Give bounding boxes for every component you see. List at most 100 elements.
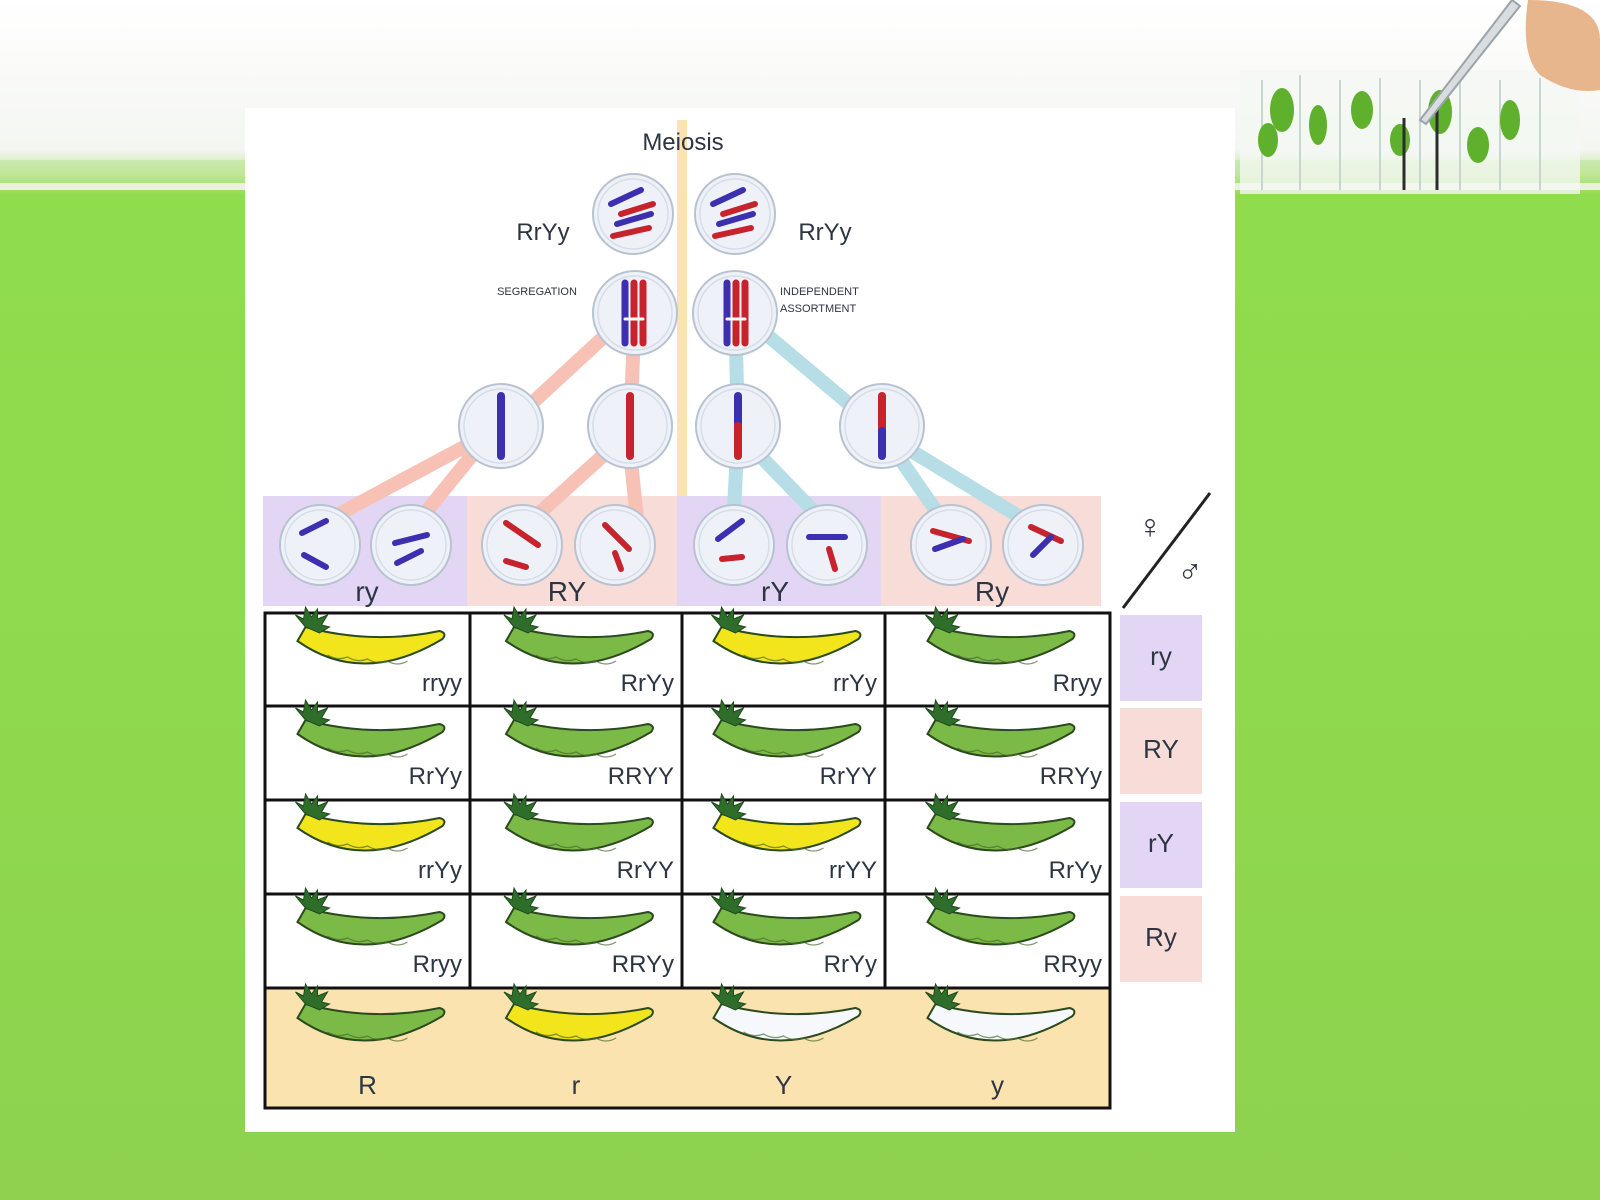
diagram-title: Meiosis bbox=[642, 129, 723, 156]
pea-pod-yellow bbox=[711, 605, 862, 665]
daughter-cell-1 bbox=[458, 383, 544, 469]
pod-calyx-icon bbox=[503, 886, 540, 915]
genotype-label: RrYy bbox=[409, 763, 462, 790]
row-gamete-label-2: rY bbox=[1148, 828, 1174, 858]
punnett-cell: RrYY bbox=[468, 792, 684, 896]
gamete-label-0: ry bbox=[355, 576, 378, 607]
pea-pod-yellow bbox=[711, 792, 862, 852]
pod-calyx-icon bbox=[711, 698, 747, 727]
gamete-cell-3 bbox=[481, 504, 563, 586]
daughter-cell-2 bbox=[587, 383, 673, 469]
row-gamete-bg-3 bbox=[1120, 896, 1202, 982]
diagram-panel: Meiosis RrYy RrYy SEGREGATION INDEPENDEN… bbox=[245, 108, 1235, 1132]
segregation-label: SEGREGATION bbox=[497, 286, 577, 298]
legend-pod-Y bbox=[711, 982, 862, 1042]
punnett-cell: Rryy bbox=[883, 605, 1112, 708]
chromosome bbox=[602, 522, 632, 552]
segregation-cell-left bbox=[592, 270, 678, 356]
pea-pod-green bbox=[925, 605, 1076, 665]
meiosis-cells bbox=[279, 173, 1084, 586]
lab-plants-decoration bbox=[1240, 0, 1600, 194]
punnett-cell: RRYy bbox=[468, 886, 684, 990]
gamete-cell-2 bbox=[370, 504, 452, 586]
parent-left-genotype: RrYy bbox=[516, 219, 569, 246]
chromosome bbox=[716, 211, 756, 227]
gamete-label-3: Ry bbox=[975, 576, 1009, 607]
pea-pod-green bbox=[295, 698, 446, 758]
gamete-cell-5 bbox=[693, 504, 775, 586]
chromosome bbox=[618, 201, 656, 217]
gamete-cell-7 bbox=[910, 504, 992, 586]
punnett-cell: Rryy bbox=[263, 886, 472, 990]
independent-label-line2: ASSORTMENT bbox=[780, 303, 856, 315]
chromosome bbox=[503, 558, 529, 570]
legend-pod-r bbox=[503, 982, 654, 1042]
segregation-branches bbox=[306, 301, 1045, 535]
pod-calyx-icon bbox=[295, 886, 331, 915]
gamete-label-1: RY bbox=[548, 576, 587, 607]
chromosome bbox=[712, 225, 754, 239]
pod-calyx-icon bbox=[295, 792, 331, 821]
punnett-cell: RrYy bbox=[263, 698, 472, 802]
pea-pod-green bbox=[711, 886, 862, 946]
row-gamete-label-1: RY bbox=[1143, 734, 1179, 764]
chromosome bbox=[608, 187, 644, 207]
pod-calyx-icon bbox=[711, 886, 747, 915]
pod-calyx-icon bbox=[925, 698, 961, 727]
pipette-icon bbox=[1418, 0, 1522, 126]
punnett-cell: RRyy bbox=[883, 886, 1112, 990]
punnett-cell: RrYY bbox=[680, 698, 887, 802]
pod-calyx-icon bbox=[503, 982, 540, 1011]
pea-pod-green bbox=[295, 886, 446, 946]
legend-bg bbox=[263, 986, 1112, 1110]
segregation-cell-right bbox=[692, 270, 778, 356]
meiosis-punnett-diagram: Meiosis RrYy RrYy SEGREGATION INDEPENDEN… bbox=[263, 120, 1212, 1110]
male-symbol: ♂ bbox=[1177, 553, 1203, 591]
chromosome bbox=[394, 548, 424, 566]
genotype-label: RrYy bbox=[1049, 857, 1102, 884]
pod-calyx-icon bbox=[925, 886, 961, 915]
legend-allele-label: R bbox=[358, 1070, 377, 1100]
genotype-label: RRyy bbox=[1043, 951, 1102, 978]
gamete-cell-8 bbox=[1002, 504, 1084, 586]
pea-pod-yellow bbox=[295, 605, 446, 665]
chromosome bbox=[826, 546, 838, 572]
chromosome bbox=[392, 532, 430, 546]
chromosome bbox=[1028, 524, 1064, 544]
chromosome bbox=[503, 520, 541, 548]
genotype-label: RrYy bbox=[621, 670, 674, 697]
punnett-cell: RRYY bbox=[468, 698, 684, 802]
row-gamete-bg-0 bbox=[1120, 615, 1202, 701]
chromosome bbox=[715, 518, 745, 542]
chromosome bbox=[610, 225, 652, 239]
genotype-label: RrYY bbox=[617, 857, 674, 884]
daughter-cell-4 bbox=[839, 383, 925, 469]
row-gamete-label-0: ry bbox=[1150, 641, 1172, 671]
independent-label-line1: INDEPENDENT bbox=[780, 286, 859, 298]
genotype-label: rrYy bbox=[833, 670, 877, 697]
pod-calyx-icon bbox=[711, 605, 747, 634]
genotype-label: rrYy bbox=[418, 857, 462, 884]
genotype-label: RRYY bbox=[608, 763, 674, 790]
genotype-label: RRYy bbox=[1040, 763, 1102, 790]
pod-calyx-icon bbox=[925, 982, 961, 1011]
legend-allele-label: r bbox=[572, 1070, 581, 1100]
pod-calyx-icon bbox=[925, 792, 961, 821]
pea-pod-green bbox=[503, 605, 654, 665]
chromosome bbox=[710, 187, 746, 207]
punnett-cell: RrYy bbox=[468, 605, 684, 708]
pea-pod-yellow bbox=[295, 792, 446, 852]
legend-allele-label: y bbox=[991, 1070, 1004, 1100]
punnett-cell: rrYY bbox=[680, 792, 887, 896]
genotype-label: RrYY bbox=[820, 763, 877, 790]
daughter-cell-3 bbox=[695, 383, 781, 469]
genotype-label: rryy bbox=[422, 670, 462, 697]
pod-calyx-icon bbox=[503, 698, 540, 727]
chromosome bbox=[932, 536, 966, 552]
pod-calyx-icon bbox=[295, 605, 331, 634]
pea-pod-green bbox=[503, 792, 654, 852]
genotype-label: RrYy bbox=[824, 951, 877, 978]
